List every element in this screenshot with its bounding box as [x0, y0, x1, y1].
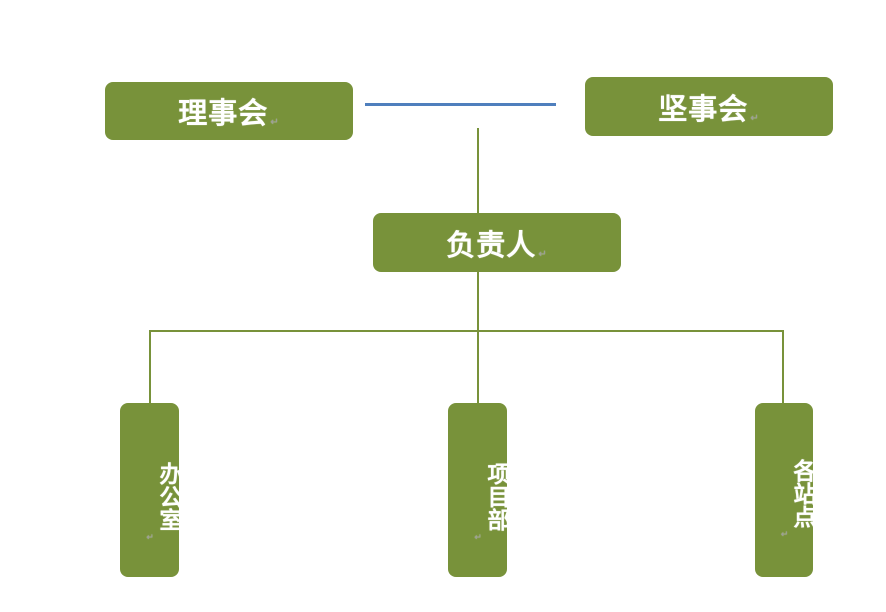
node-projects-label: 项目部 — [483, 461, 509, 531]
node-office-label: 办公室 — [155, 461, 181, 531]
branch-horizontal-connector — [149, 330, 784, 332]
node-stations: 各站点↵ — [755, 403, 815, 577]
paragraph-mark-icon: ↵ — [145, 532, 155, 543]
node-supervisors-label: 坚事会 — [658, 91, 749, 126]
paragraph-mark-icon: ↵ — [779, 529, 790, 540]
branch-connector-stations — [782, 330, 784, 403]
node-leader: 负责人↵ — [373, 213, 621, 272]
paragraph-mark-icon: ↵ — [473, 532, 483, 543]
peer-link-line — [365, 103, 556, 106]
node-supervisors: 坚事会↵ — [585, 77, 833, 136]
leader-down-connector — [477, 272, 479, 403]
node-projects: 项目部↵ — [448, 403, 509, 577]
paragraph-mark-icon: ↵ — [750, 113, 760, 124]
trunk-connector — [477, 128, 479, 213]
branch-connector-office — [149, 330, 151, 403]
node-stations-label: 各站点 — [789, 458, 815, 528]
node-leader-label: 负责人 — [446, 227, 537, 262]
node-office: 办公室↵ — [120, 403, 181, 577]
paragraph-mark-icon: ↵ — [538, 249, 548, 260]
node-board-label: 理事会 — [178, 96, 269, 130]
paragraph-mark-icon: ↵ — [270, 117, 280, 128]
node-board: 理事会↵ — [105, 82, 353, 140]
